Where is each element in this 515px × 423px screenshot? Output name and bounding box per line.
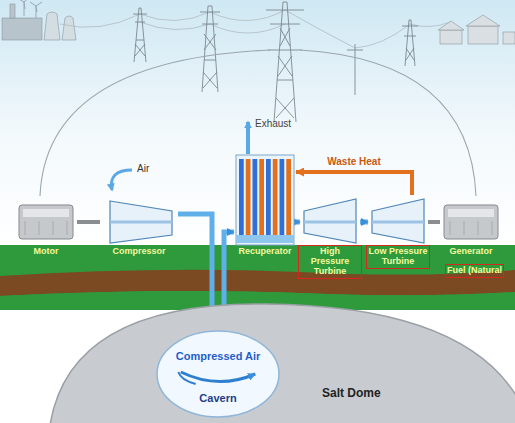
cavern-label: Cavern	[156, 392, 280, 404]
wind-turbine	[17, 0, 42, 18]
edge-label: Waste Heat	[327, 156, 381, 167]
compressor-symbol	[100, 195, 178, 245]
heat-pipe	[296, 172, 412, 195]
component-label: Generator	[440, 247, 502, 257]
compressor-symbol: Compressor	[100, 195, 178, 257]
machine-box	[15, 195, 77, 245]
air-intake-arrow	[111, 170, 132, 190]
air-pipe	[296, 220, 300, 225]
salt-dome-region	[60, 298, 515, 423]
houses	[438, 15, 515, 44]
recuperator-symbol: Recuperator	[234, 155, 296, 257]
drive-shaft	[77, 220, 100, 224]
component-label: Compressor	[100, 247, 178, 257]
component-label: Motor	[15, 247, 77, 257]
fuel-label: Fuel (Natural	[447, 266, 502, 276]
machine-box: Generator	[440, 195, 502, 257]
salt-dome-region: Compressed AirCavernSalt Dome	[60, 298, 515, 423]
machine-box	[440, 195, 502, 245]
cavern-outline: Compressed AirCavern	[156, 330, 280, 418]
sky	[0, 0, 515, 248]
machine-box: Motor	[15, 195, 77, 257]
air-label: Air	[137, 163, 149, 174]
region-label: Salt Dome	[322, 386, 381, 400]
exhaust-arrow	[246, 122, 250, 154]
turbine-symbol: Low Pressure Turbine	[368, 195, 428, 267]
content-label: Compressed Air	[156, 350, 280, 362]
component-label: Recuperator	[234, 247, 296, 257]
turbine-symbol	[368, 195, 428, 245]
cavern-outline	[156, 330, 280, 418]
power-plant	[2, 4, 76, 40]
air-pipe	[360, 220, 368, 225]
turbine-symbol: High Pressure Turbine	[300, 195, 360, 277]
turbine-symbol	[300, 195, 360, 245]
transmission-wires	[60, 10, 450, 48]
component-label: High Pressure Turbine	[300, 247, 360, 277]
drive-shaft	[428, 220, 440, 224]
component-label: Low Pressure Turbine	[368, 247, 428, 267]
exhaust-label: Exhaust	[255, 118, 291, 129]
recuperator-symbol	[234, 155, 296, 245]
